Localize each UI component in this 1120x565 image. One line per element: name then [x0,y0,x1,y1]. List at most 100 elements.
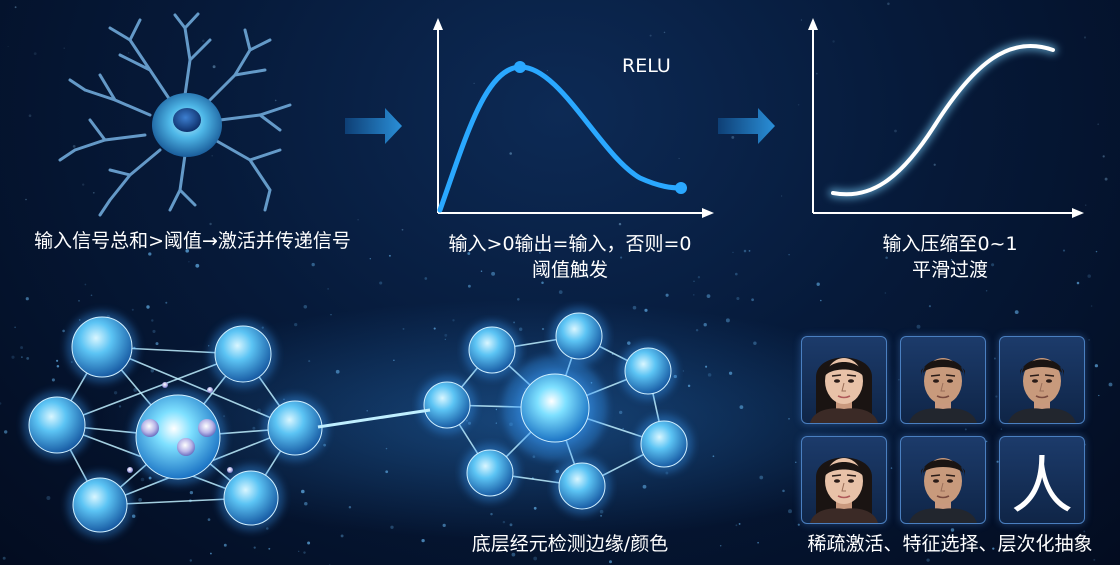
background-particle [513,540,517,544]
background-particle [490,512,493,516]
background-particle [599,509,604,514]
background-particle [14,6,17,9]
background-particle [795,461,797,463]
background-particle [330,314,332,316]
male-portrait-icon [909,358,977,423]
background-particle [1095,250,1098,253]
background-particle [728,371,733,375]
background-particle [21,356,23,358]
background-particle [533,556,538,561]
background-particle [788,509,792,514]
background-particle [223,543,227,547]
background-particle [887,2,890,6]
background-particle [301,489,305,494]
network-node [468,326,516,374]
background-particle [1062,249,1066,252]
background-particle [939,549,943,552]
background-particle [751,298,754,302]
neuron-nucleus [173,108,201,132]
background-particle [165,301,168,304]
background-particle [964,428,967,431]
background-particle [898,379,900,381]
background-particle [442,523,446,528]
background-particle [695,328,699,332]
background-particle [933,163,936,166]
background-particle [916,324,921,329]
background-particle [517,298,520,301]
left-neural-network [23,311,328,538]
female-portrait-icon [810,357,878,423]
background-particle [211,154,213,157]
background-particle [1104,177,1108,181]
background-particle [133,387,138,392]
faces-caption: 稀疏激活、特征选择、层次化抽象 [807,533,1093,555]
background-particle [150,369,155,373]
background-particle [950,528,955,532]
background-particle [385,447,388,450]
network-inner-node [207,387,213,393]
background-particle [146,305,150,309]
background-particle [788,253,790,256]
background-particle [618,222,622,226]
background-particle [307,541,311,545]
background-particle [308,360,311,363]
background-particle [748,250,751,252]
background-particle [712,455,715,458]
network-node [28,396,86,454]
background-particle [821,542,823,545]
background-particle [609,560,612,564]
background-particle [256,408,261,413]
background-particle [188,261,190,263]
background-particle [632,305,637,310]
background-particle [148,476,152,480]
background-particle [209,222,212,226]
background-particle [995,395,998,398]
network-node [72,477,128,533]
background-particle [1000,428,1003,430]
background-particle [991,263,995,267]
sigmoid-caption-line2: 平滑过渡 [911,259,988,281]
background-particle [56,364,60,368]
background-particle [480,270,483,272]
background-particle [815,72,818,75]
background-particle [20,346,24,350]
relu-plot: RELU [433,18,714,218]
background-particle [131,308,134,311]
background-particle [63,47,65,49]
background-particle [753,341,757,345]
background-particle [622,427,624,430]
background-particle [732,251,734,254]
network-inner-node [162,382,168,388]
background-particle [327,288,329,290]
background-particle [1098,394,1100,397]
background-particle [128,52,130,54]
background-particle [138,498,142,502]
background-particle [757,541,759,544]
background-particle [379,281,383,285]
background-particle [56,359,59,362]
background-particle [421,538,425,543]
face-tile [900,336,986,424]
background-particle [644,308,648,312]
background-particle [393,359,395,362]
background-particle [780,195,783,197]
male-portrait-icon [1008,358,1076,423]
background-particle [152,329,156,333]
network-hub-node [135,394,221,480]
background-particle [890,467,893,469]
arrow-right-icon [345,108,402,144]
background-particle [573,533,578,537]
background-particle [253,546,256,549]
face-tile [900,436,986,524]
background-particle [401,228,404,231]
background-particle [304,501,308,506]
background-particle [985,289,988,292]
background-particle [532,455,536,459]
background-particle [11,355,15,359]
background-particle [480,539,482,541]
background-particle [502,520,506,524]
background-particle [884,292,887,294]
arrow-right-icon [718,108,775,144]
background-particle [212,65,216,69]
